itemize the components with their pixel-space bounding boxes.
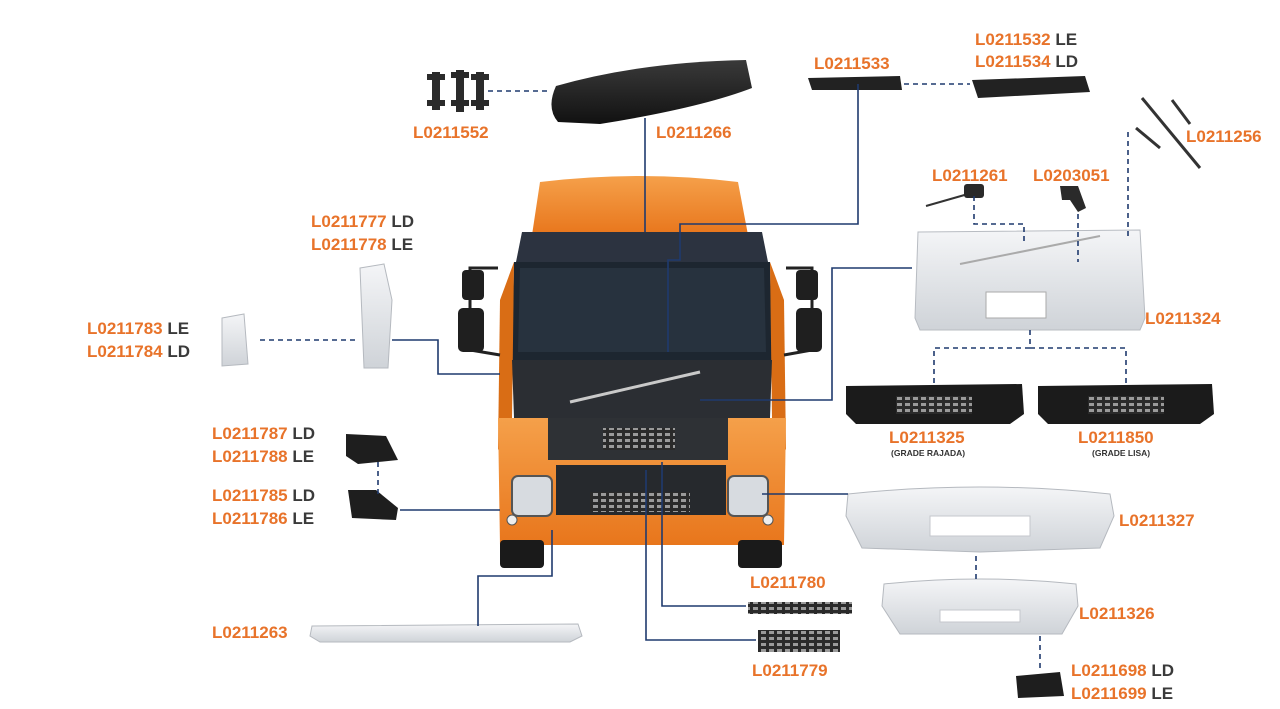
part-code: L0211534 — [975, 52, 1051, 71]
part-code: L0211788 — [212, 447, 288, 466]
part-code: L0211261 — [932, 166, 1008, 185]
lower-grille-part — [748, 602, 852, 614]
part-code: L0211533 — [814, 54, 890, 73]
label-l0211533: L0211533 — [814, 52, 890, 75]
part-side: LE — [391, 235, 414, 254]
part-side: LE — [292, 509, 315, 528]
hood-lock-part — [925, 184, 984, 207]
hood-hinge-part — [1060, 186, 1086, 212]
label-l0211785: L0211785 LD — [212, 484, 315, 507]
part-side: LE — [167, 319, 190, 338]
mirror-cover-part — [359, 263, 393, 369]
corner-cover-part — [221, 313, 249, 367]
label-l0211784: L0211784 LD — [87, 340, 190, 363]
sun-visor-part — [551, 60, 752, 124]
label-l0203051: L0203051 — [1033, 164, 1110, 187]
step-cover-part — [348, 490, 398, 520]
label-l0211263: L0211263 — [212, 621, 288, 644]
label-l0211778: L0211778 LE — [311, 233, 413, 256]
part-code: L0211532 — [975, 30, 1051, 49]
spoiler-part — [309, 623, 583, 643]
part-code: L0211778 — [311, 235, 387, 254]
label-l0211777: L0211777 LD — [311, 210, 414, 233]
part-code: L0211787 — [212, 424, 288, 443]
deflector-end-part — [972, 76, 1090, 98]
bumper-part — [845, 486, 1115, 553]
part-code: L0211783 — [87, 319, 163, 338]
part-code: L0211325 — [889, 428, 965, 447]
part-code: L0211263 — [212, 623, 288, 642]
grille-part — [846, 384, 1024, 424]
label-l0211266: L0211266 — [656, 121, 732, 144]
step-cover-part — [346, 434, 398, 464]
part-code: L0211784 — [87, 342, 163, 361]
part-code: L0211324 — [1145, 309, 1221, 328]
label-l0211256: L0211256 — [1186, 125, 1262, 148]
label-l0211326: L0211326 — [1079, 602, 1155, 625]
label-l0211850: L0211850 — [1078, 426, 1154, 449]
part-side: LE — [1055, 30, 1078, 49]
label-l0211699: L0211699 LE — [1071, 682, 1173, 705]
part-side: LD — [1151, 661, 1175, 680]
label-l0211552: L0211552 — [413, 121, 489, 144]
part-code: L0211699 — [1071, 684, 1147, 703]
part-side: LD — [292, 486, 316, 505]
label-l0211325: L0211325 — [889, 426, 965, 449]
part-code: L0211779 — [752, 661, 828, 680]
label-l0211779: L0211779 — [752, 659, 828, 682]
part-code: L0203051 — [1033, 166, 1110, 185]
label-l0211534: L0211534 LD — [975, 50, 1078, 73]
part-side: LD — [391, 212, 415, 231]
bumper-lower-part — [881, 578, 1079, 635]
part-code: L0211777 — [311, 212, 387, 231]
part-side: LD — [292, 424, 316, 443]
grille-part — [1038, 384, 1214, 424]
connector-lines — [260, 83, 1129, 670]
part-side: LE — [292, 447, 315, 466]
part-code: L0211785 — [212, 486, 288, 505]
part-side: LD — [1055, 52, 1079, 71]
lower-grille-part — [758, 630, 840, 652]
gas-spring-part — [1135, 97, 1202, 169]
roof-deflector-part — [808, 76, 902, 90]
visor-bracket-part — [427, 70, 489, 112]
label-l0211786: L0211786 LE — [212, 507, 314, 530]
label-l0211783: L0211783 LE — [87, 317, 189, 340]
part-code: L0211266 — [656, 123, 732, 142]
label-l0211787: L0211787 LD — [212, 422, 315, 445]
grille-note-lisa: (GRADE LISA) — [1092, 448, 1151, 458]
bumper-end-cap-part — [1016, 672, 1064, 698]
part-code: L0211698 — [1071, 661, 1147, 680]
part-code: L0211326 — [1079, 604, 1155, 623]
front-hood-panel-part — [914, 229, 1146, 331]
part-code: L0211327 — [1119, 511, 1195, 530]
truck-front-illustration — [458, 176, 822, 568]
part-code: L0211850 — [1078, 428, 1154, 447]
label-l0211261: L0211261 — [932, 164, 1008, 187]
label-l0211780: L0211780 — [750, 571, 826, 594]
part-code: L0211256 — [1186, 127, 1262, 146]
label-l0211532: L0211532 LE — [975, 28, 1077, 51]
part-code: L0211786 — [212, 509, 288, 528]
label-l0211324: L0211324 — [1145, 307, 1221, 330]
label-l0211788: L0211788 LE — [212, 445, 314, 468]
part-side: LE — [1151, 684, 1174, 703]
part-code: L0211552 — [413, 123, 489, 142]
label-l0211327: L0211327 — [1119, 509, 1195, 532]
grille-note-rajada: (GRADE RAJADA) — [891, 448, 966, 458]
part-code: L0211780 — [750, 573, 826, 592]
label-l0211698: L0211698 LD — [1071, 659, 1174, 682]
part-side: LD — [167, 342, 191, 361]
